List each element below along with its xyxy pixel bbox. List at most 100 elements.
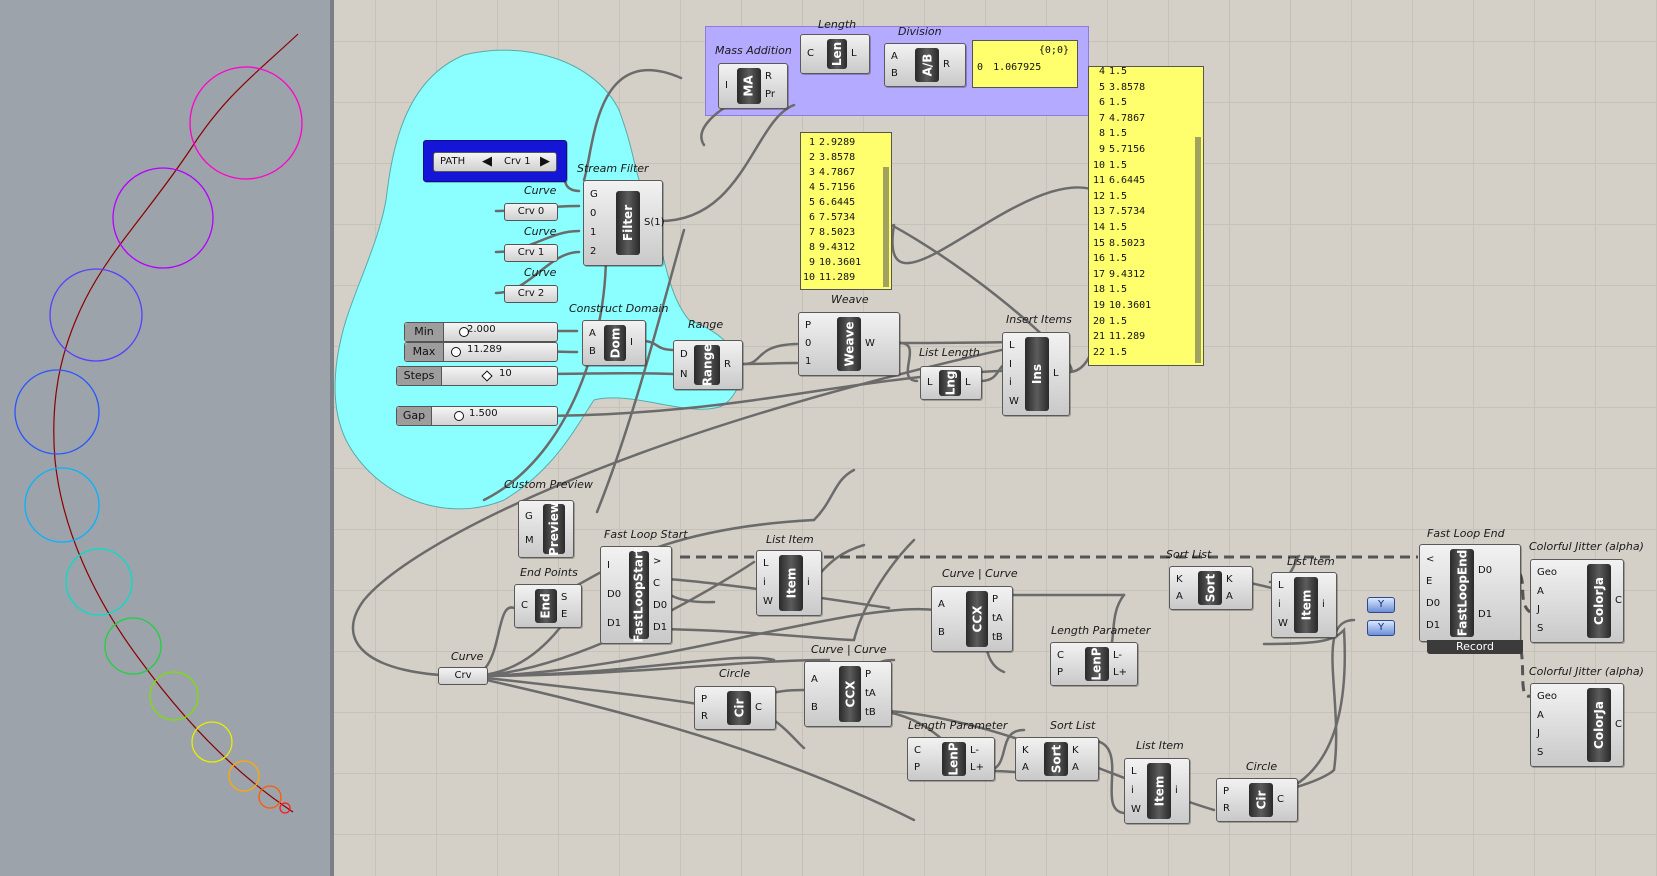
list-item-3-input-port[interactable]: L — [1131, 766, 1137, 778]
ccx-2-core[interactable]: CCX — [839, 666, 861, 722]
fast-loop-start-input-port[interactable]: I — [607, 559, 610, 571]
custom-preview-input-port[interactable]: M — [525, 535, 534, 546]
range-output-port[interactable]: R — [724, 359, 731, 370]
division-output-port[interactable]: R — [943, 59, 950, 70]
division-input-port[interactable]: B — [891, 67, 898, 79]
length-param-1-output-port[interactable]: L- — [1113, 649, 1123, 661]
circle-2-core[interactable]: Cir — [1249, 783, 1273, 817]
curve-param-crv2[interactable]: Crv 2 — [504, 285, 558, 303]
insert-items-core[interactable]: Ins — [1025, 337, 1049, 411]
length-param-1-input-port[interactable]: P — [1057, 666, 1064, 678]
list-item-1-input-port[interactable]: i — [763, 577, 766, 588]
weave-input-port[interactable]: 1 — [805, 356, 812, 367]
list-item-1-output-port[interactable]: i — [807, 577, 810, 588]
list-length-core[interactable]: Lng — [939, 370, 961, 396]
sort-list-1-output-port[interactable]: K — [1226, 573, 1233, 585]
circle-2-input-port[interactable]: P — [1223, 785, 1230, 797]
mass-addition-output-port[interactable]: R — [765, 71, 772, 82]
slider-knob[interactable] — [481, 370, 493, 382]
sort-list-1-input-port[interactable]: K — [1176, 573, 1183, 585]
end-points-output-port[interactable]: S — [561, 591, 568, 603]
list-item-1-input-port[interactable]: W — [763, 595, 773, 607]
list-item-2-input-port[interactable]: i — [1278, 599, 1281, 610]
ccx-1-output-port[interactable]: tA — [992, 613, 1003, 624]
length-param-2-output-port[interactable]: L- — [970, 744, 980, 756]
panel-scrollbar[interactable] — [1195, 137, 1201, 363]
list-item-2-output-port[interactable]: i — [1322, 599, 1325, 610]
fast-loop-end-input-port[interactable]: < — [1426, 554, 1435, 565]
fast-loop-end-core[interactable]: FastLoopEnd — [1450, 549, 1474, 637]
slider-min[interactable]: Min 2.000 — [404, 322, 558, 342]
fast-loop-start-output-port[interactable]: D0 — [653, 600, 668, 611]
circle-2-output-port[interactable]: C — [1277, 794, 1284, 805]
curve-main-param[interactable]: Crv — [438, 667, 488, 685]
list-item-1-input-port[interactable]: L — [763, 558, 769, 570]
panel-division-output[interactable]: {0;0} 0 1.067925 — [972, 40, 1078, 88]
construct-domain-input-port[interactable]: B — [589, 346, 596, 357]
sort-list-2-input-port[interactable]: K — [1022, 744, 1029, 756]
length-param-1-output-port[interactable]: L+ — [1113, 666, 1127, 678]
stream-filter-input-port[interactable]: 2 — [590, 245, 597, 257]
end-points-input-port[interactable]: C — [521, 600, 528, 611]
sort-list-2-output-port[interactable]: A — [1072, 761, 1079, 773]
sort-list-1-core[interactable]: Sort — [1198, 571, 1222, 605]
mass-addition-output-port[interactable]: Pr — [765, 89, 775, 100]
slider-gap[interactable]: Gap 1.500 — [396, 406, 558, 426]
circle-1-output-port[interactable]: C — [755, 702, 762, 713]
length-input-port[interactable]: C — [807, 48, 814, 59]
range-input-port[interactable]: N — [680, 369, 688, 380]
length-param-1-core[interactable]: LenP — [1085, 647, 1109, 681]
division-input-port[interactable]: A — [891, 50, 898, 62]
stream-filter-core[interactable]: Filter — [616, 191, 640, 255]
color-jitter-2-input-port[interactable]: Geo — [1537, 691, 1558, 703]
end-points-output-port[interactable]: E — [561, 608, 568, 620]
weave-input-port[interactable]: 0 — [805, 338, 812, 349]
fast-loop-start-core[interactable]: FastLoopStart — [629, 547, 649, 643]
circle-1-input-port[interactable]: R — [701, 710, 708, 722]
list-length-input-port[interactable]: L — [927, 377, 933, 388]
custom-preview-core[interactable]: Preview — [543, 502, 565, 556]
list-item-3-input-port[interactable]: i — [1131, 785, 1134, 796]
sort-list-2-output-port[interactable]: K — [1072, 744, 1079, 756]
ccx-2-output-port[interactable]: tB — [865, 706, 876, 718]
insert-items-input-port[interactable]: L — [1009, 340, 1015, 352]
list-item-3-input-port[interactable]: W — [1131, 803, 1141, 815]
construct-domain-core[interactable]: Dom — [604, 325, 626, 361]
list-item-3-output-port[interactable]: i — [1175, 785, 1178, 796]
color-jitter-1-core[interactable]: ColorJa — [1587, 564, 1611, 638]
slider-knob[interactable] — [454, 411, 464, 421]
fast-loop-start-output-port[interactable]: D1 — [653, 622, 668, 633]
color-jitter-1-input-port[interactable]: A — [1537, 585, 1544, 597]
color-jitter-1-output-port[interactable]: C — [1615, 595, 1622, 606]
color-jitter-2-core[interactable]: ColorJa — [1587, 688, 1611, 762]
slider-knob[interactable] — [451, 347, 461, 357]
merge-icon[interactable]: Y — [1367, 620, 1395, 636]
slider-steps[interactable]: Steps 10 — [396, 366, 558, 386]
ccx-1-output-port[interactable]: P — [992, 594, 999, 606]
list-item-3-core[interactable]: Item — [1147, 763, 1171, 819]
viewport-splitter[interactable] — [330, 0, 334, 876]
range-input-port[interactable]: D — [680, 349, 688, 360]
stream-filter-output-port[interactable]: S(1) — [644, 217, 665, 228]
merge-icon[interactable]: Y — [1367, 597, 1395, 613]
insert-items-input-port[interactable]: W — [1009, 395, 1019, 407]
next-arrow-icon[interactable]: ▶ — [540, 154, 550, 169]
length-param-2-core[interactable]: LenP — [942, 742, 966, 776]
length-param-1-input-port[interactable]: C — [1057, 649, 1064, 661]
length-param-2-input-port[interactable]: C — [914, 744, 921, 756]
construct-domain-output-port[interactable]: I — [630, 337, 633, 348]
